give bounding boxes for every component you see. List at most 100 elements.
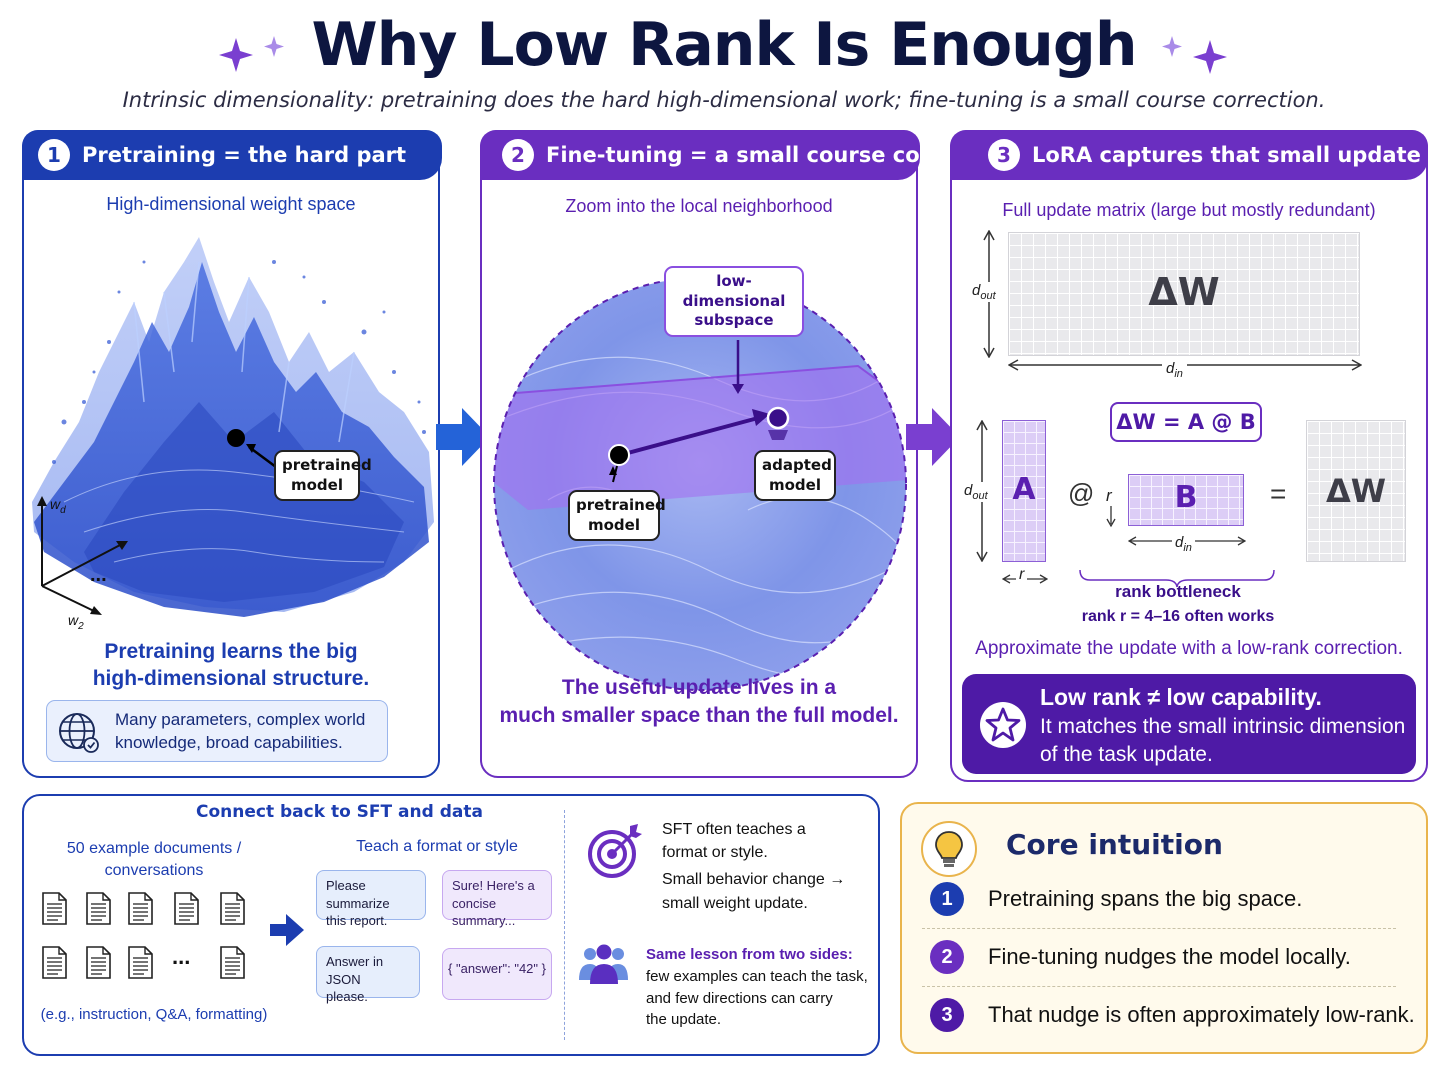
docs-title: 50 example documents / conversations <box>44 838 264 883</box>
core-intuition-box: Core intuition 1 Pretraining spans the b… <box>900 802 1428 1054</box>
equals-sign: = <box>1270 478 1287 509</box>
teach-title: Teach a format or style <box>356 838 518 855</box>
bubble-line: concise summary... <box>452 895 516 929</box>
assistant-message-bubble: Sure! Here's a concise summary... <box>442 870 552 928</box>
callout-line: adapted <box>762 456 832 474</box>
full-update-matrix <box>1008 232 1360 356</box>
pretrained-model-label: pretrained model <box>274 450 372 501</box>
sft-line: SFT often teaches a <box>662 821 806 838</box>
panel-title: LoRA captures that small update <box>1032 143 1421 167</box>
docs-caption: (e.g., instruction, Q&A, formatting) <box>40 1006 268 1023</box>
globe-icon <box>59 713 99 753</box>
a-d-out-label: dout <box>964 482 988 502</box>
panel-lora-header: 3 LoRA captures that small update <box>950 130 1428 180</box>
callout-line: model <box>588 515 640 534</box>
panel-pretraining: 1 Pretraining = the hard part High-dimen… <box>22 130 442 778</box>
core-item-1: 1 Pretraining spans the big space. <box>902 870 1426 928</box>
capabilities-note: Many parameters, complex world knowledge… <box>46 700 388 762</box>
step-number: 1 <box>38 139 70 171</box>
sft-line: Small behavior change → <box>662 871 846 889</box>
step-number: 3 <box>988 139 1020 171</box>
caption-line: The useful update lives in a <box>561 676 837 699</box>
star-icon <box>980 702 1026 748</box>
dim-subscript: out <box>980 290 996 302</box>
note-line: knowledge, broad capabilities. <box>115 732 343 752</box>
axis-subscript: 2 <box>78 620 84 632</box>
sft-line: format or style. <box>662 844 768 862</box>
axis-letter: w <box>68 612 79 628</box>
callout-line: It matches the small intrinsic dimension <box>1040 714 1406 738</box>
sft-connection-box: Connect back to SFT and data 50 example … <box>22 794 880 1056</box>
separator <box>922 928 1396 929</box>
title-sparkles-right <box>1152 32 1232 81</box>
callout-line: subspace <box>694 311 774 329</box>
axis-label-wd: wd <box>50 496 66 516</box>
rank-bracket <box>1079 569 1275 588</box>
panel-fine-tuning: 2 Fine-tuning = a small course correctio… <box>480 130 1014 778</box>
separator <box>922 986 1396 987</box>
pretrained-model-label: pretrained model <box>568 490 666 541</box>
assistant-message-bubble: { "answer": "42" } <box>442 948 552 1000</box>
adapted-model-label: adapted model <box>754 450 836 501</box>
note-text: Many parameters, complex world knowledge… <box>115 709 365 755</box>
item-number: 3 <box>930 998 964 1032</box>
lesson-line: the update. <box>646 1011 722 1029</box>
callout-line: pretrained <box>282 456 372 474</box>
dim-subscript: in <box>1183 542 1192 554</box>
arrow-right-icon <box>436 408 490 466</box>
b-r-label: r <box>1106 486 1112 505</box>
item-number: 1 <box>930 882 964 916</box>
lightbulb-icon <box>921 821 977 877</box>
panel-title: Fine-tuning = a small course correction <box>546 143 1014 167</box>
arrow-right-icon <box>270 914 304 946</box>
b-d-in-label: din <box>1172 534 1195 554</box>
page-title: Why Low Rank Is Enough <box>311 10 1137 80</box>
bubble-line: Please summarize <box>326 878 390 911</box>
bubble-line: this report. <box>326 913 388 929</box>
item-text: Pretraining spans the big space. <box>988 886 1303 911</box>
title-sparkles-left <box>218 32 298 81</box>
bubble-line: Sure! Here's a <box>452 878 535 893</box>
callout-line: low-dimensional <box>682 272 786 310</box>
docs-ellipsis: ... <box>172 944 191 969</box>
weight-landscape <box>32 237 434 617</box>
subspace-label: low-dimensional subspace <box>664 266 804 337</box>
rank-bottleneck-text: rank bottleneck rank r = 4–16 often work… <box>1048 580 1308 628</box>
bubble-line: please. <box>326 989 368 1005</box>
dim-letter: d <box>1166 360 1175 377</box>
approx-caption: Approximate the update with a low-rank c… <box>975 638 1403 659</box>
dim-subscript: out <box>972 490 988 502</box>
callout-line: model <box>291 475 343 494</box>
panel-caption: The useful update lives in a much smalle… <box>482 674 916 731</box>
arrow-right-icon <box>906 408 960 466</box>
sparkle-icon <box>219 36 284 72</box>
document-icon <box>128 892 153 925</box>
sft-title: Connect back to SFT and data <box>196 802 483 822</box>
dim-letter: d <box>964 482 973 499</box>
lesson-text: Same lesson from two sides: few examples… <box>646 944 868 1031</box>
d-out-label: dout <box>972 282 996 302</box>
low-rank-callout: Low rank ≠ low capability. It matches th… <box>962 674 1416 774</box>
panel-subtitle: Zoom into the local neighborhood <box>565 196 833 216</box>
dim-letter: d <box>972 282 981 299</box>
axis-label-w2: w2 <box>68 612 84 632</box>
callout-text: Low rank ≠ low capability. It matches th… <box>1040 682 1405 768</box>
note-line: Many parameters, complex world <box>115 710 366 729</box>
document-icon <box>86 946 111 979</box>
document-icon <box>128 946 153 979</box>
caption-line: Pretraining learns the big <box>104 640 358 663</box>
panel-pretraining-header: 1 Pretraining = the hard part <box>22 130 442 180</box>
lora-equation: ΔW = A @ B <box>1110 402 1262 442</box>
axis-dots: ... <box>90 564 107 586</box>
rank-line: rank bottleneck <box>1115 582 1241 601</box>
sft-explanation: SFT often teaches a format or style. Sma… <box>662 818 845 915</box>
callout-line: model <box>769 475 821 494</box>
dim-subscript: in <box>1174 368 1183 380</box>
panel-title: Pretraining = the hard part <box>82 143 407 167</box>
matrix-a <box>1002 420 1046 562</box>
result-matrix <box>1306 420 1406 562</box>
page-subtitle: Intrinsic dimensionality: pretraining do… <box>122 88 1326 112</box>
item-text: Fine-tuning nudges the model locally. <box>988 944 1351 969</box>
caption-line: much smaller space than the full model. <box>499 704 899 728</box>
axis-subscript: d <box>60 504 66 516</box>
